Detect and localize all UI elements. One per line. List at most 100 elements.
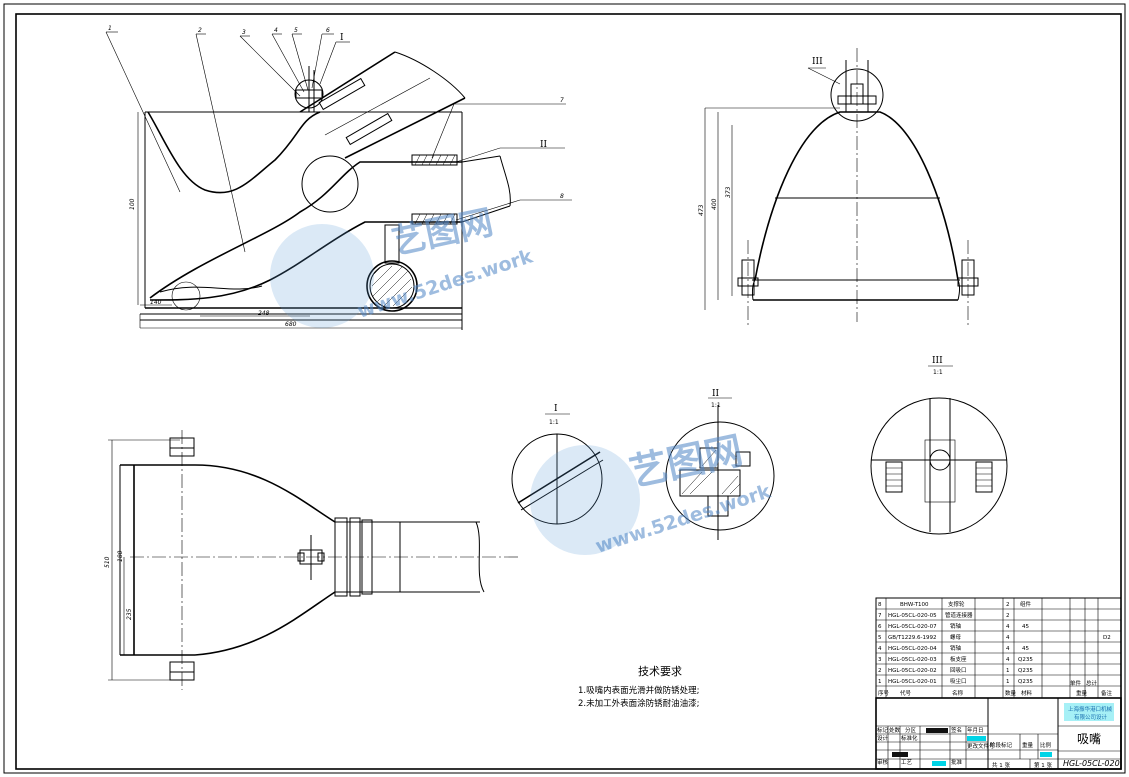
detail-III-label: III [932, 356, 943, 366]
svg-text:组件: 组件 [1020, 600, 1032, 608]
dim-473: 473 [698, 204, 705, 216]
svg-text:回吸口: 回吸口 [950, 667, 967, 674]
detail-III-scale: 1:1 [933, 369, 943, 376]
front-view-labels: 1 2 3 4 5 6 I 7 II 8 100 140 248 680 [108, 25, 564, 328]
svg-text:总计: 总计 [1086, 679, 1098, 687]
tb-label-standard: 标准化 [901, 734, 918, 742]
dim-510: 510 [104, 556, 111, 568]
svg-text:4: 4 [1006, 635, 1010, 641]
side-view-labels: III 473 400 373 [698, 57, 823, 216]
svg-text:4: 4 [878, 646, 882, 652]
callout-3: 3 [242, 29, 246, 36]
svg-text:Q235: Q235 [1018, 679, 1033, 685]
bom-rows: 8 BHW-T100 支撑轮 2 组件 7 HGL-05CL-020-05 管道… [878, 600, 1113, 697]
svg-text:D2: D2 [1103, 635, 1111, 641]
tb-label-zone: 分区 [905, 726, 917, 734]
bom-row: 7 HGL-05CL-020-05 管道连接器 2 [878, 611, 1010, 619]
tb-sheet-total: 共 1 张 [992, 761, 1010, 769]
svg-text:HGL-05CL-020-03: HGL-05CL-020-03 [888, 657, 937, 663]
detail-I-label: I [554, 404, 558, 414]
dim-373: 373 [725, 186, 732, 198]
title-block-text: 标记 处数 分区 签名 年月日 设计 标准化 审核 工艺 批准 更改文件号 阶段… [877, 705, 1120, 769]
svg-text:材料: 材料 [1021, 689, 1033, 697]
svg-text:板支座: 板支座 [950, 655, 967, 663]
svg-text:45: 45 [1022, 646, 1029, 652]
bom-row: 2 HGL-05CL-020-02 回吸口 1 Q235 [878, 667, 1033, 674]
watermark-1-url: www.52des.work [355, 245, 536, 323]
bom-row: 1 HGL-05CL-020-01 吸尘口 1 Q235 [878, 677, 1033, 685]
tb-sheet-no: 第 1 张 [1034, 761, 1052, 769]
plan-view [108, 430, 520, 690]
detail-I-scale: 1:1 [549, 419, 559, 426]
svg-text:7: 7 [878, 613, 882, 619]
bom-row: 6 HGL-05CL-020-07 销轴 4 45 [878, 622, 1029, 630]
detail-III [870, 365, 1008, 535]
svg-text:GB/T1229.6-1992: GB/T1229.6-1992 [888, 635, 936, 641]
svg-text:1: 1 [1006, 668, 1010, 674]
callout-5: 5 [294, 27, 298, 34]
svg-text:Q235: Q235 [1018, 668, 1033, 674]
callout-1: 1 [108, 25, 112, 32]
svg-text:3: 3 [878, 657, 882, 663]
svg-text:8: 8 [878, 602, 882, 608]
tb-label-approve: 批准 [951, 758, 963, 766]
svg-text:2: 2 [878, 668, 882, 674]
svg-text:6: 6 [878, 624, 882, 630]
svg-text:4: 4 [1006, 624, 1010, 630]
dim-680: 680 [285, 321, 297, 328]
detail-II-scale: 1:1 [711, 402, 721, 409]
svg-text:吸尘口: 吸尘口 [950, 677, 967, 685]
svg-text:销轴: 销轴 [950, 622, 962, 630]
callout-I: I [340, 33, 344, 43]
callout-6: 6 [326, 27, 330, 34]
svg-text:HGL-05CL-020-01: HGL-05CL-020-01 [888, 679, 937, 685]
detail-II [665, 397, 775, 540]
tb-label-mark: 标记 [877, 726, 889, 734]
tb-label-count: 处数 [889, 726, 901, 734]
svg-text:2: 2 [1006, 602, 1010, 608]
dim-400: 400 [711, 198, 718, 210]
svg-text:单件: 单件 [1070, 679, 1082, 687]
dim-180: 180 [117, 550, 124, 562]
plan-view-labels: 510 180 235 [104, 550, 133, 620]
callout-7: 7 [560, 97, 564, 104]
watermark-2-title: 艺图网 [626, 428, 747, 495]
svg-text:4: 4 [1006, 646, 1010, 652]
watermark-1-title: 艺图网 [389, 202, 497, 262]
svg-text:45: 45 [1022, 624, 1029, 630]
svg-text:BHW-T100: BHW-T100 [900, 602, 929, 608]
tb-label-sign: 签名 [951, 726, 962, 734]
front-view [105, 31, 572, 330]
watermark-2: 艺图网 www.52des.work [530, 428, 774, 558]
drawing-frame [15, 13, 1122, 770]
tb-label-design: 设计 [877, 734, 889, 742]
detail-I [511, 413, 604, 525]
detail-II-label: II [712, 389, 720, 399]
side-view [704, 48, 979, 325]
svg-text:HGL-05CL-020-02: HGL-05CL-020-02 [888, 668, 937, 674]
tb-label-date: 年月日 [967, 726, 984, 734]
callout-III: III [812, 57, 823, 67]
svg-text:序号: 序号 [878, 689, 890, 697]
dim-248: 248 [258, 310, 270, 317]
svg-text:1: 1 [1006, 679, 1010, 685]
sheet-border [3, 3, 1126, 774]
dim-100: 100 [129, 198, 136, 210]
svg-text:管道连接器: 管道连接器 [945, 611, 973, 619]
bom-row: 8 BHW-T100 支撑轮 2 组件 [878, 600, 1032, 608]
svg-text:重量: 重量 [1076, 689, 1088, 697]
svg-text:HGL-05CL-020-04: HGL-05CL-020-04 [888, 646, 937, 652]
dim-235: 235 [126, 608, 133, 620]
svg-text:备注: 备注 [1101, 689, 1113, 697]
svg-text:销轴: 销轴 [950, 644, 962, 652]
tb-label-process: 工艺 [901, 759, 913, 766]
dim-140: 140 [150, 299, 162, 306]
svg-text:数量: 数量 [1005, 689, 1017, 697]
tb-label-change: 更改文件号 [967, 742, 995, 750]
svg-text:名称: 名称 [952, 689, 964, 697]
svg-text:5: 5 [878, 635, 882, 641]
title-block [875, 697, 1122, 770]
tb-stage: 阶段标记 [990, 741, 1013, 749]
tb-drawing-code: HGL-05CL-020 [1063, 759, 1120, 768]
